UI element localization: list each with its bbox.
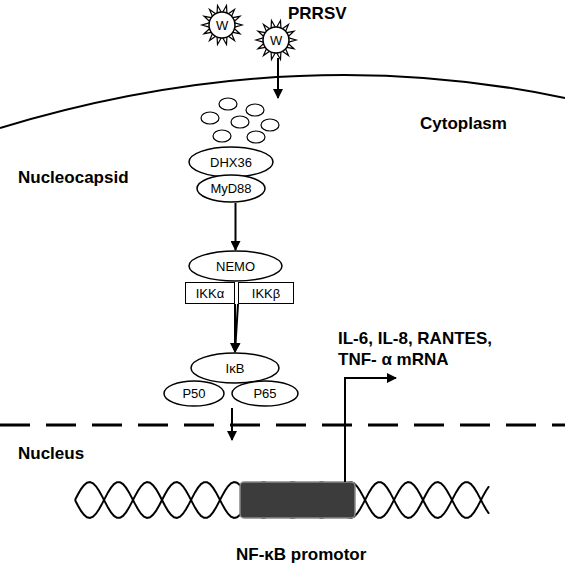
promoter-block (240, 482, 355, 518)
dna-strand (75, 482, 489, 518)
translocation-arrow (231, 408, 233, 440)
protein-ellipse: P65 (231, 380, 299, 407)
virus-icons (202, 6, 296, 60)
node-label: MyD88 (210, 181, 251, 196)
virus-spikes (256, 21, 296, 60)
kinase-box: IKKβ (238, 282, 294, 304)
node-label: IKKα (196, 286, 224, 301)
virus-capsid (263, 27, 289, 53)
protein-ellipse: DHX36 (188, 146, 274, 178)
entry-arrow (277, 58, 279, 98)
compartment-label: Cytoplasm (420, 114, 507, 134)
virus-mark: W (270, 33, 282, 48)
node-label: P65 (253, 386, 276, 401)
virus-capsid (209, 12, 235, 38)
node-label: NEMO (216, 259, 255, 274)
node-label: P50 (182, 386, 205, 401)
compartment-label: Nucleus (18, 444, 84, 464)
dna-strand (75, 482, 489, 518)
protein-ellipse: P50 (163, 380, 225, 407)
transcription-arrow (345, 378, 396, 482)
protein-ellipse: MyD88 (196, 174, 266, 203)
kinase-box: IKKα (185, 282, 235, 304)
virus-spikes (202, 6, 242, 45)
product-label: IL-6, IL-8, RANTES, TNF- α mRNA (338, 328, 523, 370)
node-label: IκB (226, 361, 245, 376)
signal-arrow (235, 304, 238, 352)
nuclear-membrane (0, 424, 565, 427)
particle-label: Nucleocapsid (18, 168, 129, 188)
protein-ellipse: IκB (190, 352, 280, 384)
nucleocapsid-particles (201, 98, 279, 143)
signal-arrow (234, 304, 236, 352)
promoter-label: NF-κB promotor (236, 545, 366, 565)
signal-arrow (235, 203, 237, 250)
virus-name: PRRSV (288, 4, 347, 24)
dna-helix (75, 482, 489, 518)
virus-mark: W (216, 18, 228, 33)
protein-ellipse: NEMO (188, 250, 283, 282)
node-label: IKKβ (252, 286, 280, 301)
node-label: DHX36 (210, 155, 252, 170)
